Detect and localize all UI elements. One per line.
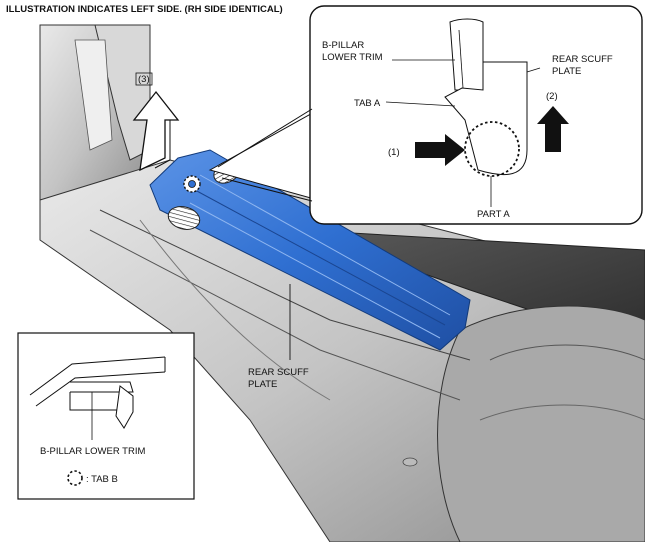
main-scuff-label-2: PLATE [248,379,277,390]
step-1-label: (1) [388,147,400,158]
arrow-2 [537,106,569,152]
part-a-circle [464,121,520,177]
main-scuff-label-1: REAR SCUFF [248,367,309,378]
callout-scuff-label-2: PLATE [552,66,581,77]
arrow-3: (3) [132,72,180,172]
tab-hatch-lower [167,206,201,230]
inset-detail: B-PILLAR LOWER TRIM : TAB B [17,332,195,500]
tab-b-legend-label: : TAB B [86,474,118,485]
callout-scuff-label-1: REAR SCUFF [552,54,613,65]
inset-b-pillar-label: B-PILLAR LOWER TRIM [40,446,145,457]
tab-a-label: TAB A [354,98,381,109]
callout-b-pillar-label-2: LOWER TRIM [322,52,383,63]
callout-detail: (1) (2) B-PILLAR LOWER TRIM TAB A REAR S… [208,5,643,225]
tab-b-legend-icon [67,470,83,486]
callout-b-pillar-label-1: B-PILLAR [322,40,364,51]
step-2-label: (2) [546,91,558,102]
page-title: ILLUSTRATION INDICATES LEFT SIDE. (RH SI… [6,4,283,15]
part-a-label: PART A [477,209,510,220]
step-3-label: (3) [138,74,150,85]
arrow-1 [415,134,465,166]
